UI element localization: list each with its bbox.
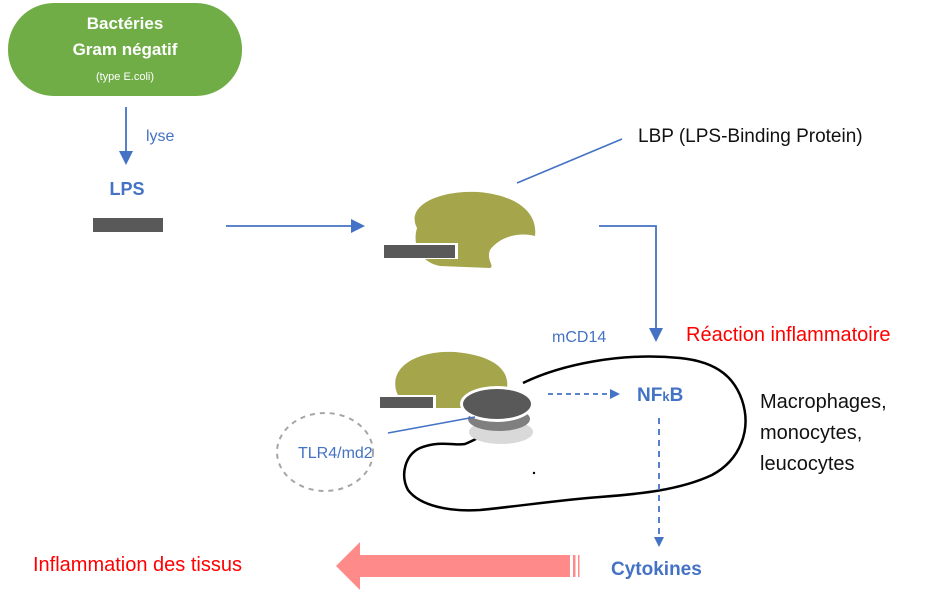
lbp-lps-complex	[382, 191, 536, 268]
mcd14-label: mCD14	[552, 329, 606, 346]
lbp-callout-line	[516, 138, 623, 184]
lps-bar-bound	[384, 245, 455, 258]
cell-type-monocytes: monocytes,	[760, 422, 862, 444]
cell-type-macrophages: Macrophages,	[760, 391, 887, 413]
bacteria-pill	[8, 3, 242, 96]
big-pink-arrow	[336, 542, 580, 590]
tlr4-label: TLR4/md2	[298, 445, 373, 462]
bacteria-line2: Gram négatif	[73, 40, 178, 59]
lbp-label: LBP (LPS-Binding Protein)	[638, 126, 863, 147]
lps-bar-membrane	[380, 397, 433, 408]
reaction-inflammatoire-label: Réaction inflammatoire	[686, 324, 891, 346]
receptor-dark-ellipse	[463, 389, 531, 419]
bacteria-line3: (type E.coli)	[96, 71, 154, 83]
lyse-label: lyse	[146, 128, 175, 145]
lps-bar	[93, 218, 163, 232]
pink-arrow-stripe-1	[573, 555, 576, 577]
tlr4-dashed-circle	[276, 412, 374, 492]
nfkb-nf: NF	[637, 385, 662, 406]
bacteria-node: Bactéries Gram négatif (type E.coli)	[8, 3, 242, 96]
cell-membrane-outline	[403, 355, 747, 512]
cytokines-label: Cytokines	[611, 559, 702, 580]
cell-dot	[532, 471, 536, 475]
inflammation-tissus-label: Inflammation des tissus	[33, 554, 242, 576]
nfkb-b: B	[670, 385, 684, 406]
nfkb-label: NFkB	[637, 385, 683, 406]
pink-arrow-stripe-2	[578, 555, 580, 577]
membrane-receptor-complex	[378, 351, 534, 444]
lps-label: LPS	[109, 179, 144, 199]
tlr4-callout-line	[387, 416, 476, 434]
pink-arrow-body	[336, 542, 570, 590]
cell-type-leucocytes: leucocytes	[760, 453, 855, 475]
lbp-to-cd14-arrow	[599, 225, 663, 342]
nfkb-kappa: k	[662, 389, 670, 404]
bacteria-line1: Bactéries	[87, 14, 164, 33]
